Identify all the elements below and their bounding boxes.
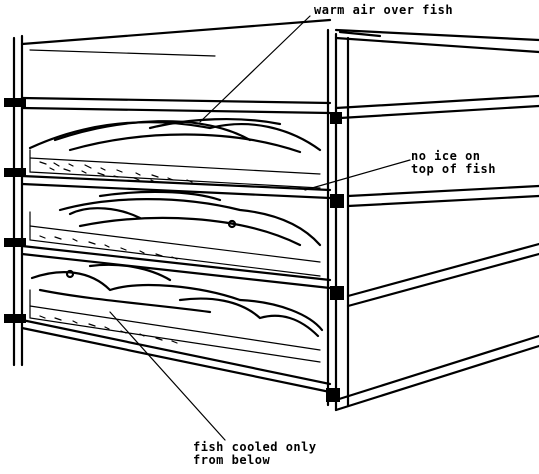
shelf-4 [4,314,539,412]
tray-1-fish [28,117,322,189]
tray-3-fish [29,263,324,363]
pointer-warm-air [199,15,311,123]
rack-uprights [12,28,350,412]
label-no-ice-line-2: top of fish [411,162,496,176]
tray-2-fish [29,190,322,277]
rack-top-frame [20,18,539,57]
label-warm-air: warm air over fish [314,3,454,17]
shelf-3 [4,238,539,308]
pointer-cooled-below [109,311,226,441]
label-cooled-line-1: fish cooled only [193,440,317,454]
pointer-lines [109,15,411,441]
label-cooled-below: fish cooled only from below [193,441,317,467]
label-cooled-line-2: from below [193,453,271,467]
label-no-ice: no ice on top of fish [411,150,496,176]
label-no-ice-line-1: no ice on [411,149,481,163]
shelf-1 [4,94,539,124]
shelf-2 [4,168,539,208]
pointer-no-ice [304,159,411,191]
